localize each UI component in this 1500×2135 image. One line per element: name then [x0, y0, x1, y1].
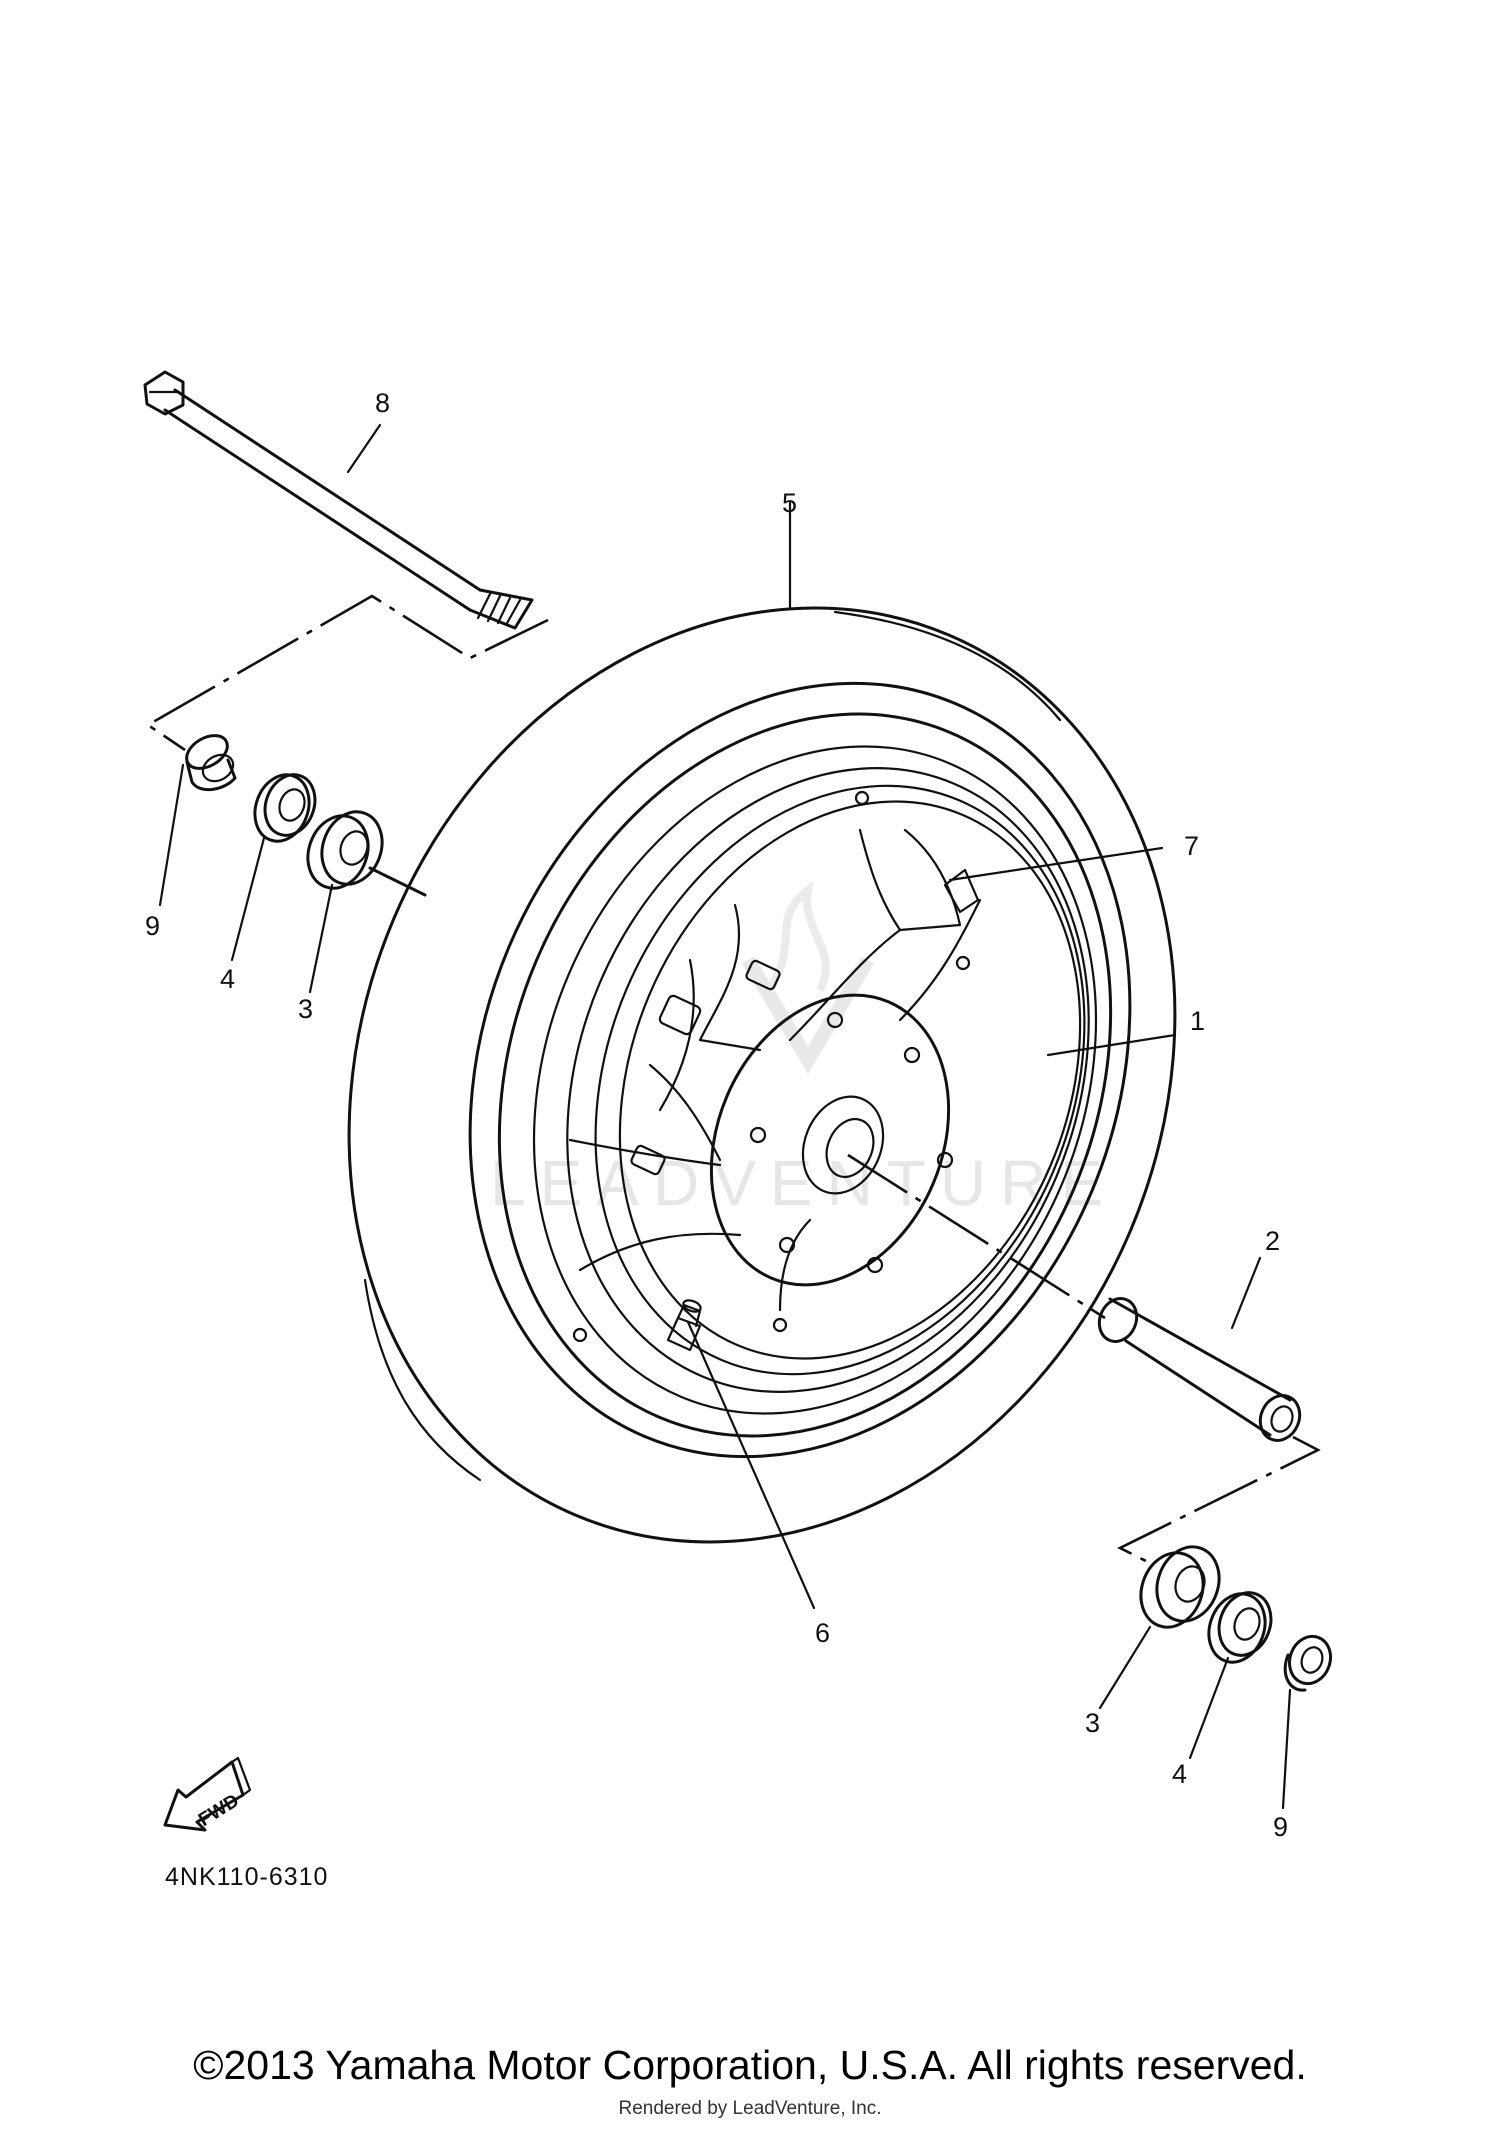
collar-right	[1283, 1634, 1333, 1692]
watermark-text: LEADVENTURE	[490, 1147, 1117, 1219]
tire	[347, 606, 1177, 1544]
wheel-collar	[1097, 1297, 1302, 1442]
callout-8-wheel-axle: 8	[375, 388, 390, 418]
callout-2-wheel-collar: 2	[1265, 1226, 1280, 1256]
callout-1-front-wheel: 1	[1190, 1006, 1205, 1036]
leader-lines	[158, 423, 1292, 1810]
assembly-axis-lines	[145, 594, 1321, 1564]
wheel-spokes	[568, 828, 982, 1312]
bearing-left	[306, 810, 384, 890]
oil-seal-right	[1207, 1591, 1273, 1664]
wheel-axle	[143, 370, 534, 630]
oil-seal-left	[253, 773, 317, 843]
diagram-code: 4NK110-6310	[165, 1863, 328, 1891]
callout-4-oil-seal-right: 4	[1172, 1759, 1187, 1789]
copyright-notice: ©2013 Yamaha Motor Corporation, U.S.A. A…	[193, 2042, 1307, 2088]
rendered-by-text: Rendered by LeadVenture, Inc.	[618, 2098, 882, 2119]
collar-left	[185, 734, 237, 792]
callout-9-collar-right: 9	[1273, 1812, 1288, 1842]
callout-7-balance-weight: 7	[1184, 831, 1199, 861]
callout-3-bearing-right: 3	[1085, 1708, 1100, 1738]
tire-valve	[666, 1299, 702, 1352]
watermark-logo	[741, 880, 875, 1074]
bearing-right	[1139, 1545, 1221, 1629]
balance-weight	[943, 868, 980, 914]
fwd-arrow-icon: FWD	[163, 1756, 252, 1832]
callout-4-oil-seal-left: 4	[220, 964, 235, 994]
wheel-rim	[497, 712, 1113, 1438]
callout-6-valve: 6	[815, 1618, 830, 1648]
callout-5-tire: 5	[782, 488, 797, 518]
wheel-hub	[572, 790, 971, 1343]
callout-3-bearing-left: 3	[298, 994, 313, 1024]
callout-9-collar-left: 9	[145, 911, 160, 941]
fwd-label: FWD	[195, 1790, 243, 1831]
